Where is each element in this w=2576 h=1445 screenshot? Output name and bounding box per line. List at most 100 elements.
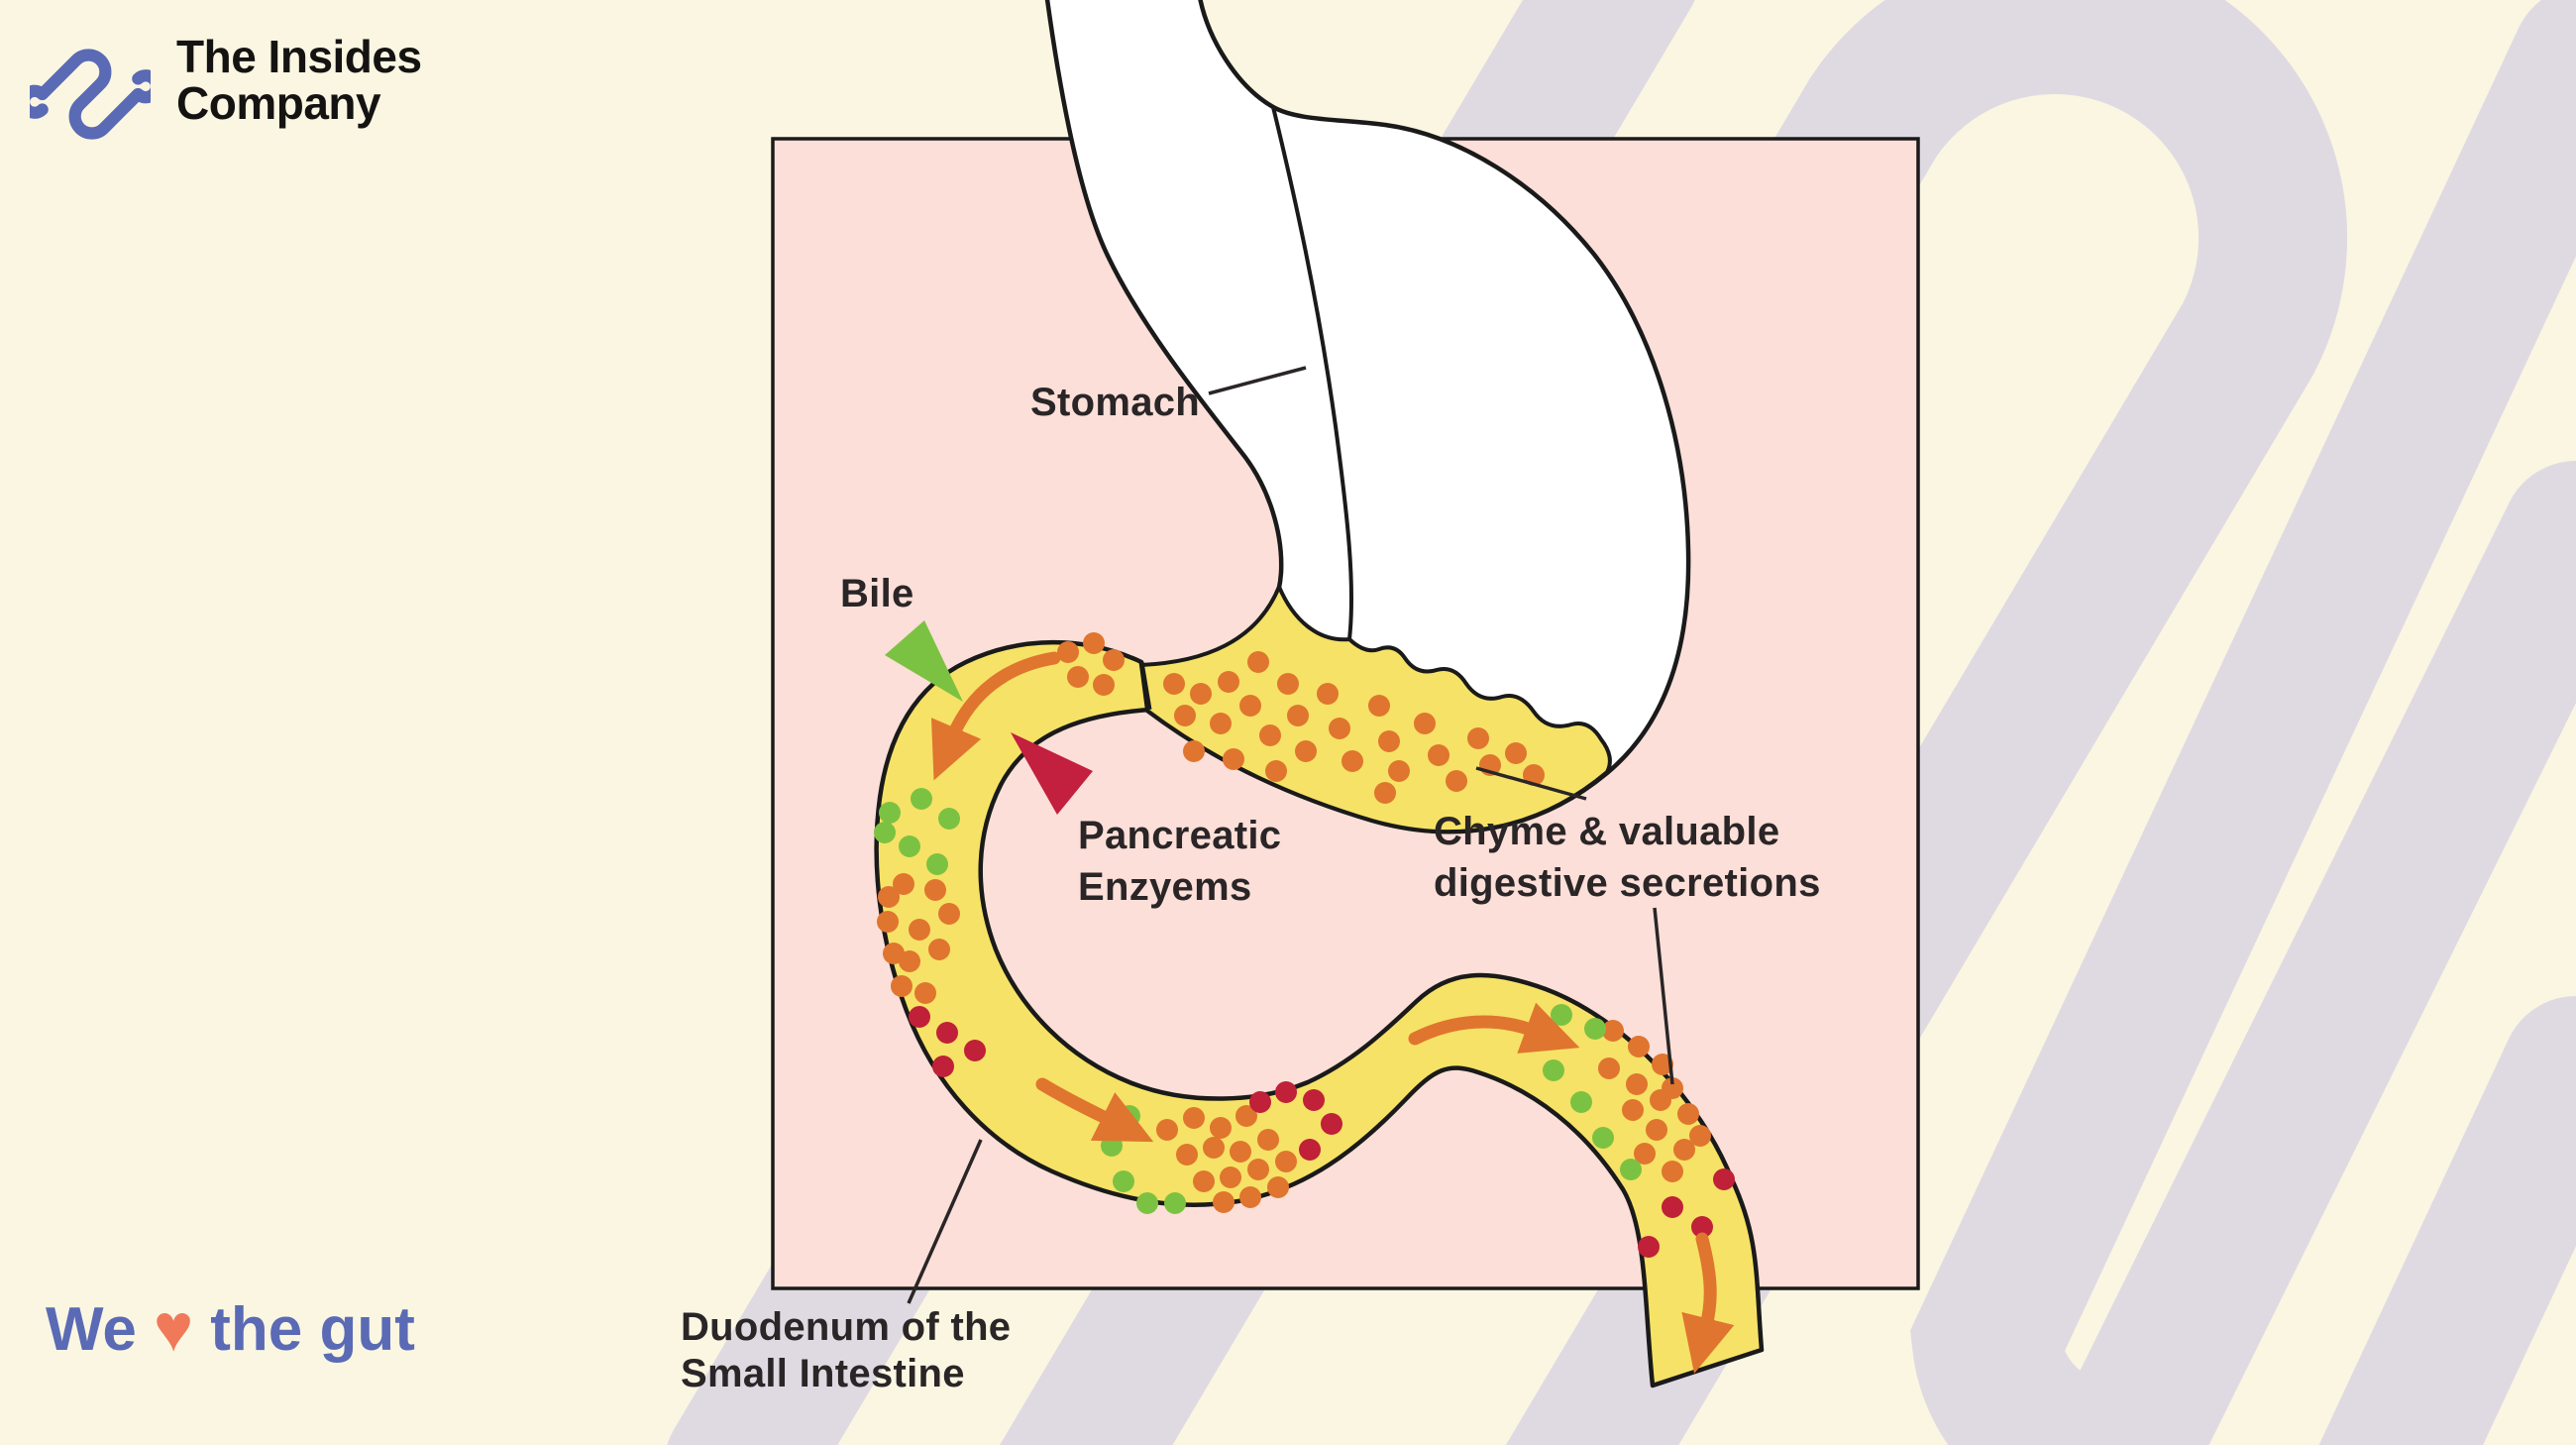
green-particle-dot: [1592, 1127, 1614, 1149]
orange-particle-dot: [1174, 705, 1196, 726]
red-particle-dot: [909, 1006, 930, 1028]
orange-particle-dot: [891, 975, 912, 997]
chyme-label-line1: Chyme & valuable: [1434, 810, 1779, 853]
orange-particle-dot: [1689, 1125, 1711, 1147]
orange-particle-dot: [1220, 1167, 1241, 1188]
bile-label: Bile: [840, 572, 914, 615]
pointer-lines: [907, 366, 1674, 1304]
red-particle-dot: [1713, 1168, 1735, 1190]
orange-particle-dot: [1523, 764, 1545, 786]
green-particle-dot: [1101, 1135, 1123, 1157]
stomach-crease-line: [1271, 106, 1354, 640]
flow-arrow-lower-left: [1035, 1077, 1154, 1143]
red-particle-dot: [1275, 1081, 1297, 1103]
green-particle-dot: [1164, 1192, 1186, 1214]
orange-particle-dot: [1176, 1144, 1198, 1166]
red-particle-dot: [1299, 1139, 1321, 1161]
orange-particle-dot: [1183, 1107, 1205, 1129]
gut-squiggle-icon: [30, 49, 151, 140]
orange-particle-dot: [1646, 1119, 1667, 1141]
tagline-rest: the gut: [210, 1295, 415, 1364]
green-particle-dot: [911, 788, 932, 810]
orange-particle-dot: [1295, 740, 1317, 762]
orange-particle-dot: [1662, 1161, 1683, 1182]
green-particle-dot: [1551, 1004, 1572, 1026]
flow-arrows: [930, 651, 1735, 1374]
orange-particle-dot: [1239, 1186, 1261, 1208]
tagline: We ♥ the gut: [46, 1294, 415, 1365]
orange-particle-dot: [1505, 742, 1527, 764]
orange-particle-dot: [1230, 1141, 1251, 1163]
duodenum-pointer-line: [907, 1139, 983, 1304]
red-particle-dot: [1662, 1196, 1683, 1218]
orange-particle-dot: [1265, 760, 1287, 782]
green-particle-dot: [899, 835, 920, 857]
orange-particle-dot: [1673, 1139, 1695, 1161]
orange-particle-dot: [1652, 1054, 1673, 1075]
red-particle-dot: [1303, 1089, 1325, 1111]
orange-particle-dot: [1329, 718, 1350, 739]
stomach-pointer-line: [1208, 366, 1307, 395]
orange-particle-dot: [1218, 671, 1239, 693]
orange-particle-dot: [1067, 666, 1089, 688]
orange-particle-dot: [1628, 1036, 1650, 1057]
orange-particle-dot: [1193, 1170, 1215, 1192]
orange-particle-dot: [1388, 760, 1410, 782]
orange-particle-dot: [878, 886, 900, 908]
orange-particle-dot: [1083, 632, 1105, 654]
green-particle-dot: [926, 853, 948, 875]
flow-arrow-duodenum-start: [930, 651, 1061, 781]
orange-particle-dot: [1203, 1137, 1225, 1159]
orange-particle-dot: [1277, 673, 1299, 695]
orange-particle-dot: [1093, 674, 1115, 696]
orange-particle-dot: [914, 982, 936, 1004]
orange-particle-dot: [1602, 1020, 1624, 1042]
orange-particle-dot: [1598, 1057, 1620, 1079]
orange-particle-dot: [1057, 641, 1079, 663]
red-particle-dot: [964, 1040, 986, 1061]
chyme-label-line2: digestive secretions: [1434, 861, 1821, 905]
green-particle-dot: [874, 822, 896, 843]
orange-particle-dot: [1183, 740, 1205, 762]
pancreatic-label-line1: Pancreatic: [1078, 814, 1281, 857]
duodenum-label-line2: Small Intestine: [681, 1352, 965, 1395]
orange-particle-dot: [1259, 724, 1281, 746]
orange-particle-dot: [1210, 1117, 1232, 1139]
logo-line2: Company: [176, 77, 381, 129]
orange-particle-dot: [1247, 651, 1269, 673]
orange-particle-dot: [1156, 1119, 1178, 1141]
green-particle-dot: [1620, 1159, 1642, 1180]
orange-particle-dot: [1267, 1176, 1289, 1198]
orange-particle-dot: [899, 950, 920, 972]
flow-arrow-exit: [1681, 1232, 1735, 1374]
orange-particle-dot: [1163, 673, 1185, 695]
orange-particle-dot: [1287, 705, 1309, 726]
green-particle-dot: [879, 802, 901, 824]
orange-particle-dot: [1677, 1103, 1699, 1125]
orange-particle-dot: [1235, 1105, 1257, 1127]
orange-particle-dot: [1446, 770, 1467, 792]
stomach-label: Stomach: [1030, 381, 1200, 424]
chyme-pointer-line-lower: [1653, 907, 1674, 1085]
orange-particle-dot: [1223, 748, 1244, 770]
chyme-pointer-line-upper: [1475, 766, 1587, 801]
orange-particle-dot: [1467, 727, 1489, 749]
green-particle-dot: [938, 808, 960, 830]
green-particle-dot: [1119, 1105, 1140, 1127]
orange-particle-dot: [1247, 1159, 1269, 1180]
pancreatic-label-line2: Enzyems: [1078, 865, 1252, 909]
tagline-word-we: We: [46, 1295, 137, 1364]
orange-particle-dot: [1368, 695, 1390, 717]
green-particle-dot: [1570, 1091, 1592, 1113]
orange-particle-dot: [1374, 782, 1396, 804]
green-particle-dot: [1136, 1192, 1158, 1214]
orange-particle-dot: [938, 903, 960, 925]
orange-particle-dot: [909, 919, 930, 941]
orange-particle-dot: [877, 911, 899, 933]
orange-particle-dot: [1317, 683, 1339, 705]
company-logo: The Insides Company: [30, 34, 422, 155]
green-particle-dot: [1543, 1059, 1564, 1081]
flow-arrow-crest: [1408, 1002, 1580, 1054]
red-particle-dot: [1249, 1091, 1271, 1113]
